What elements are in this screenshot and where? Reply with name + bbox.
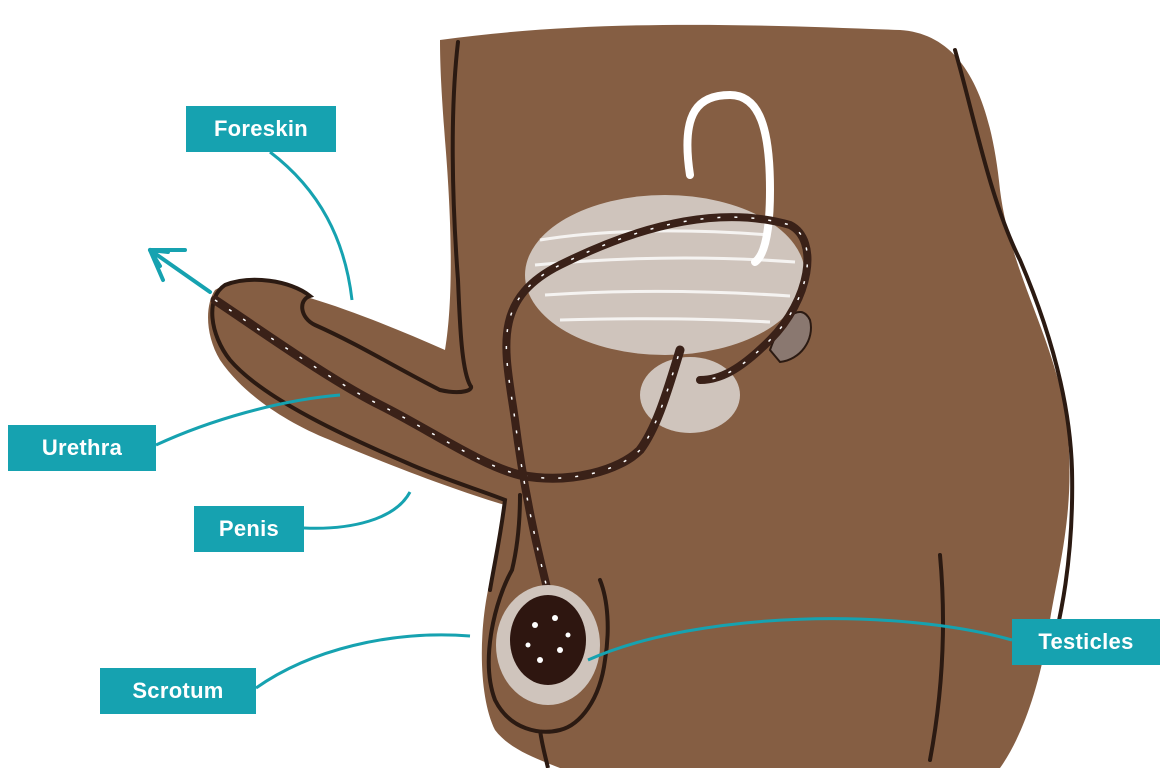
urethra-label: Urethra bbox=[8, 425, 156, 471]
scrotum-label: Scrotum bbox=[100, 668, 256, 714]
foreskin-leader bbox=[270, 152, 352, 300]
penis-leader bbox=[304, 492, 410, 528]
scrotum-leader bbox=[256, 635, 470, 688]
testicle-inner bbox=[510, 595, 586, 685]
testicles-label: Testicles bbox=[1012, 619, 1160, 665]
penis-label: Penis bbox=[194, 506, 304, 552]
foreskin-label: Foreskin bbox=[186, 106, 336, 152]
